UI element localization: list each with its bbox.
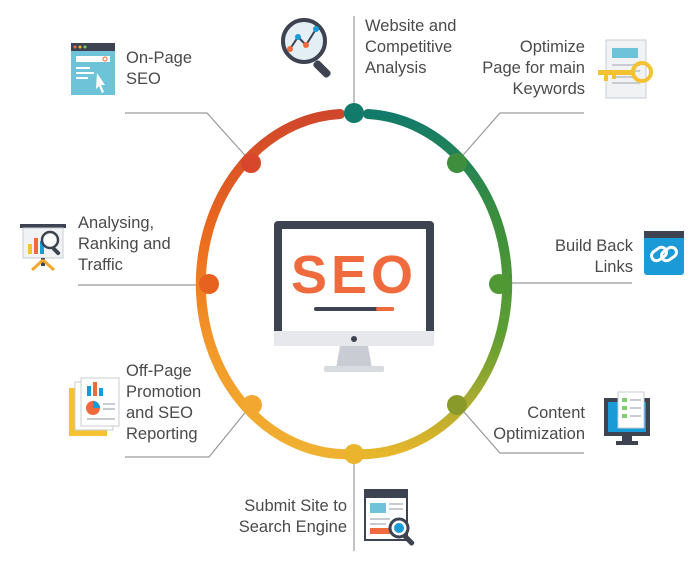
label-line: Website and [365,17,457,35]
chain-link-icon [644,231,684,275]
connector-content [456,403,584,454]
ring-nodes [199,103,509,464]
label-line: Analysis [365,59,427,77]
label-on-page-seo: On-Page SEO [126,48,192,90]
label-line: and SEO [126,404,193,422]
label-line: Promotion [126,383,202,401]
connector-on-page [125,112,252,163]
node-top-right [447,153,467,173]
label-line: Keywords [512,80,585,98]
node-top [344,103,364,123]
label-website-competitive-analysis: Website and Competitive Analysis [365,16,456,79]
connector-optimize [456,112,584,163]
label-build-back-links: Build Back Links [555,236,633,278]
label-content-optimization: Content Optimization [493,403,585,445]
label-off-page-promotion: Off-Page Promotion and SEO Reporting [126,361,201,445]
node-left [199,274,219,294]
node-top-left [241,153,261,173]
label-line: Traffic [78,256,123,274]
analytics-magnifier-icon [281,18,331,78]
search-page-icon [364,489,415,546]
label-line: SEO [126,70,161,88]
label-line: Analysing, [78,214,155,232]
presentation-board-icon [20,224,66,272]
connector-lines [78,16,632,551]
ring-arc-right [349,109,513,460]
report-pages-icon [69,377,120,436]
label-line: Page for main [482,59,585,77]
seo-title: SEO [291,245,417,305]
monitor-checklist-icon [604,391,650,445]
label-line: Content [527,404,585,422]
label-optimize-page: Optimize Page for main Keywords [482,37,585,100]
label-line: Submit Site to [244,497,347,515]
label-line: Links [594,258,633,276]
ring [195,109,513,460]
label-line: On-Page [126,49,193,67]
label-line: Competitive [365,38,453,56]
label-line: Off-Page [126,362,192,380]
label-analysing-ranking: Analysing, Ranking and Traffic [78,213,171,276]
browser-window-icon [71,43,115,95]
node-bottom [344,444,364,464]
label-line: Ranking and [78,235,171,253]
label-line: Reporting [126,425,198,443]
label-line: Search Engine [238,518,347,536]
node-right [489,274,509,294]
label-line: Optimization [493,425,585,443]
connector-off-page [125,403,253,458]
label-line: Build Back [555,237,633,255]
ring-arc-left [195,109,359,460]
node-bottom-left [242,395,262,415]
label-line: Optimize [519,38,585,56]
label-submit-site: Submit Site to Search Engine [239,496,347,538]
node-bottom-right [447,395,467,415]
seo-monitor [274,221,434,372]
page-key-icon [598,39,653,99]
